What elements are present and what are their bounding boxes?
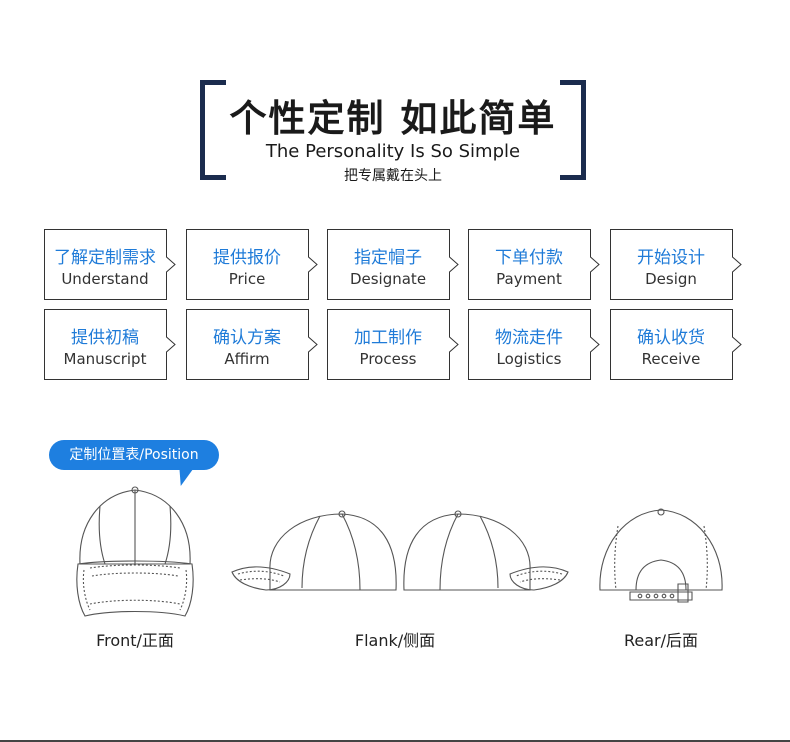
- step-label-en: Design: [645, 270, 697, 288]
- step-label-en: Designate: [349, 270, 427, 288]
- process-step: 下单付款 Payment: [468, 229, 600, 300]
- process-step: 确认收货 Receive: [610, 309, 742, 380]
- step-label-cn: 确认收货: [637, 328, 705, 348]
- flank-left-cap-illustration: [231, 510, 397, 591]
- left-bracket: [200, 80, 226, 180]
- step-label-cn: 加工制作: [354, 328, 422, 348]
- step-frame: [44, 229, 176, 300]
- step-label-cn: 开始设计: [637, 248, 705, 268]
- page-subtitle-en: The Personality Is So Simple: [265, 141, 521, 162]
- step-frame: [186, 229, 318, 300]
- step-label-en: Understand: [61, 270, 149, 288]
- step-label-cn: 提供报价: [213, 248, 281, 268]
- process-step: 开始设计 Design: [610, 229, 742, 300]
- right-bracket: [560, 80, 586, 180]
- step-label-en: Receive: [641, 350, 701, 368]
- step-frame: [327, 229, 459, 300]
- step-frame: [44, 309, 176, 380]
- step-label-en: Logistics: [496, 350, 562, 368]
- bottom-divider: [0, 740, 790, 742]
- page-subtitle-cn: 把专属戴在头上: [344, 168, 442, 184]
- step-label-en: Affirm: [224, 350, 270, 368]
- step-frame: [610, 309, 742, 380]
- step-frame: [327, 309, 459, 380]
- process-step: 确认方案 Affirm: [186, 309, 318, 380]
- process-step: 提供报价 Price: [186, 229, 318, 300]
- step-label-cn: 指定帽子: [354, 248, 422, 268]
- process-step: 提供初稿 Manuscript: [44, 309, 176, 380]
- position-badge: 定制位置表/Position: [49, 440, 219, 470]
- step-label-cn: 下单付款: [495, 248, 563, 268]
- step-frame: [468, 309, 600, 380]
- page-title: 个性定制 如此简单: [229, 97, 557, 140]
- front-cap-illustration: [76, 486, 194, 617]
- flank-right-cap-illustration: [403, 510, 569, 591]
- step-label-cn: 物流走件: [495, 328, 563, 348]
- step-frame: [610, 229, 742, 300]
- process-step: 加工制作 Process: [327, 309, 459, 380]
- step-label-en: Process: [359, 350, 417, 368]
- flank-caption: Flank/侧面: [354, 631, 436, 650]
- step-label-cn: 提供初稿: [71, 328, 139, 348]
- step-label-en: Payment: [496, 270, 562, 288]
- step-label-cn: 确认方案: [213, 328, 281, 348]
- process-step: 指定帽子 Designate: [327, 229, 459, 300]
- rear-caption: Rear/后面: [623, 631, 699, 650]
- step-label-en: Manuscript: [63, 350, 147, 368]
- rear-cap-illustration: [599, 508, 723, 603]
- process-step: 物流走件 Logistics: [468, 309, 600, 380]
- step-frame: [186, 309, 318, 380]
- step-label-en: Price: [228, 270, 266, 288]
- step-label-cn: 了解定制需求: [54, 248, 156, 268]
- front-caption: Front/正面: [96, 631, 174, 650]
- process-step: 了解定制需求 Understand: [44, 229, 176, 300]
- step-frame: [468, 229, 600, 300]
